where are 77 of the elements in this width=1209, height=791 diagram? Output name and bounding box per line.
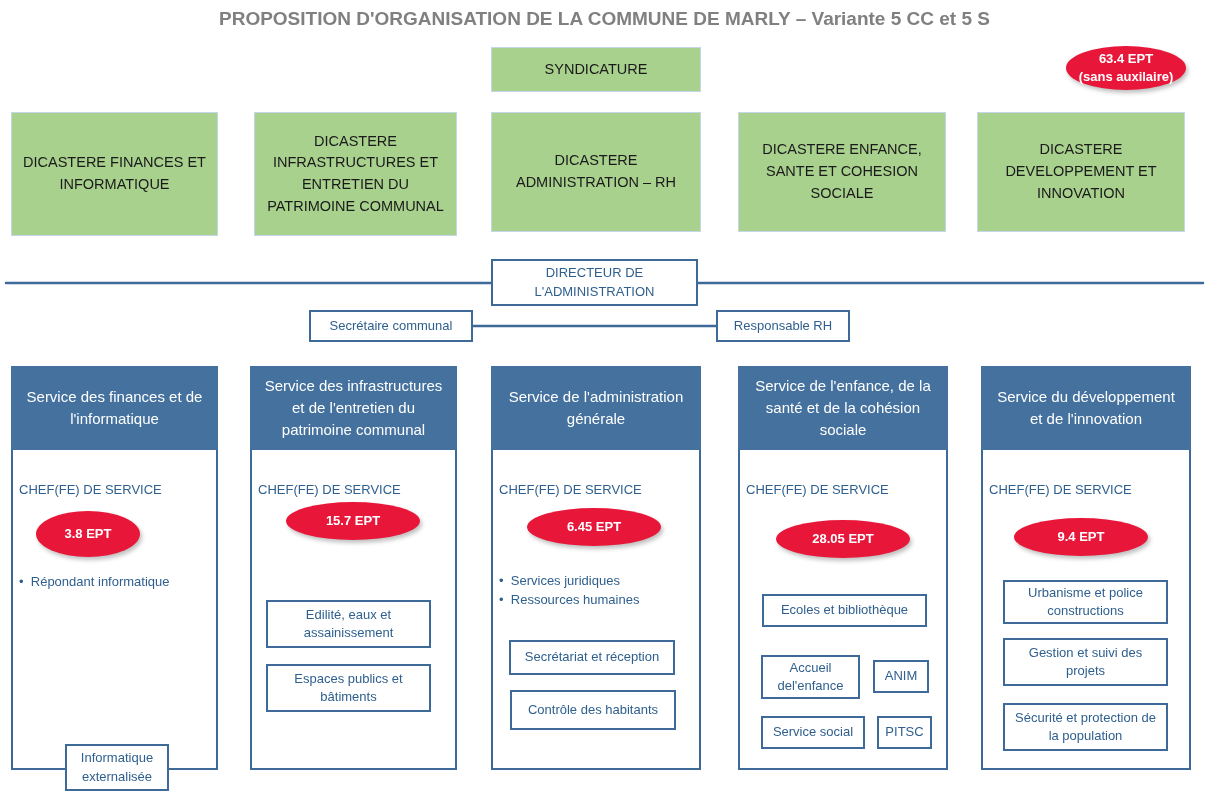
dicastere-box xyxy=(977,112,1185,232)
box-label: Espaces publics et bâtiments xyxy=(293,669,404,706)
connector-line xyxy=(4,281,493,285)
service-header: Service des finances et de l'informatique xyxy=(11,366,218,450)
box-label: DIRECTEUR DE L'ADMINISTRATION xyxy=(533,264,656,301)
role-box xyxy=(873,660,929,693)
ept-value: 63.4 EPT xyxy=(1098,49,1154,68)
box-label: Secrétariat et réception xyxy=(524,648,660,667)
service-panel xyxy=(981,366,1191,770)
role-box xyxy=(1003,638,1168,686)
ept-ellipse xyxy=(1066,46,1186,90)
role-box xyxy=(762,594,927,627)
role-box xyxy=(266,600,431,648)
dicastere-box xyxy=(491,47,701,92)
ept-ellipse xyxy=(527,508,661,546)
box-label: Edilité, eaux et assainissement xyxy=(302,605,395,642)
service-panel xyxy=(738,366,948,770)
role-box xyxy=(761,716,865,749)
box-label: Secrétaire communal xyxy=(329,316,453,335)
ept-value: 28.05 EPT xyxy=(812,529,874,548)
box-label: DICASTERE FINANCES ET INFORMATIQUE xyxy=(22,153,207,194)
dicastere-box xyxy=(11,112,218,236)
box-label: Ecoles et bibliothèque xyxy=(780,601,909,620)
ept-value: (sans auxilaire) xyxy=(1078,68,1174,86)
box-label: Sécurité et protection de la population xyxy=(1014,708,1157,745)
dicastere-box xyxy=(491,112,701,232)
role-label: CHEF(FE) DE SERVICE xyxy=(499,482,642,497)
service-header: Service des infrastructures et de l'entretien du patrimoine communal xyxy=(250,366,457,450)
ept-ellipse xyxy=(776,520,910,558)
box-label: PITSC xyxy=(885,723,924,742)
service-header: Service de l'administration générale xyxy=(491,366,701,450)
box-label: DICASTERE ENFANCE, SANTE ET COHESION SOCIALE xyxy=(761,140,923,203)
role-box xyxy=(761,655,860,699)
role-box xyxy=(877,716,932,749)
ept-ellipse xyxy=(286,502,420,540)
role-label: CHEF(FE) DE SERVICE xyxy=(19,482,162,497)
service-panel xyxy=(491,366,701,770)
box-label: Service social xyxy=(772,723,854,742)
ept-ellipse xyxy=(36,511,140,557)
role-box xyxy=(266,664,431,712)
dicastere-box xyxy=(254,112,457,236)
box-label: DICASTERE INFRASTRUCTURES ET ENTRETIEN DU PATRIMOINE COMMUNAL xyxy=(266,131,445,216)
ept-ellipse xyxy=(1014,518,1148,556)
chart-title: PROPOSITION D'ORGANISATION DE LA COMMUNE DE MARLY – Variante 5 CC et 5 S xyxy=(218,8,991,30)
service-panel xyxy=(250,366,457,770)
role-box xyxy=(716,310,850,342)
box-label: Gestion et suivi des projets xyxy=(1027,643,1144,680)
box-label: Urbanisme et police constructions xyxy=(1027,583,1144,620)
box-label: Informatique externalisée xyxy=(79,749,155,786)
service-header: Service du développement et de l'innovation xyxy=(981,366,1191,450)
ept-value: 3.8 EPT xyxy=(64,524,112,543)
task-item: • Ressources humaines xyxy=(499,591,640,609)
role-box xyxy=(1003,703,1168,751)
role-box xyxy=(1003,580,1168,624)
ept-value: 9.4 EPT xyxy=(1057,527,1105,546)
service-header: Service de l'enfance, de la santé et de la cohésion sociale xyxy=(738,366,948,450)
ept-value: 15.7 EPT xyxy=(325,511,381,530)
role-box xyxy=(510,690,676,730)
task-item: • Répondant informatique xyxy=(19,573,170,591)
role-box xyxy=(65,744,169,791)
service-panel xyxy=(11,366,218,770)
box-label: DICASTERE ADMINISTRATION – RH xyxy=(514,151,677,192)
ept-value: 6.45 EPT xyxy=(566,517,622,536)
task-item: • Services juridiques xyxy=(499,572,621,590)
role-box xyxy=(491,259,698,306)
box-label: Contrôle des habitants xyxy=(527,700,659,719)
role-label: CHEF(FE) DE SERVICE xyxy=(746,482,889,497)
role-box xyxy=(509,640,675,675)
box-label: Responsable RH xyxy=(733,316,833,335)
role-label: CHEF(FE) DE SERVICE xyxy=(989,482,1132,497)
role-label: CHEF(FE) DE SERVICE xyxy=(258,482,401,497)
role-box xyxy=(309,310,473,342)
box-label: DICASTERE DEVELOPPEMENT ET INNOVATION xyxy=(1004,140,1158,203)
dicastere-box xyxy=(738,112,946,232)
box-label: ANIM xyxy=(884,667,918,686)
box-label: Accueil del'enfance xyxy=(776,658,845,695)
box-label: SYNDICATURE xyxy=(544,59,648,79)
